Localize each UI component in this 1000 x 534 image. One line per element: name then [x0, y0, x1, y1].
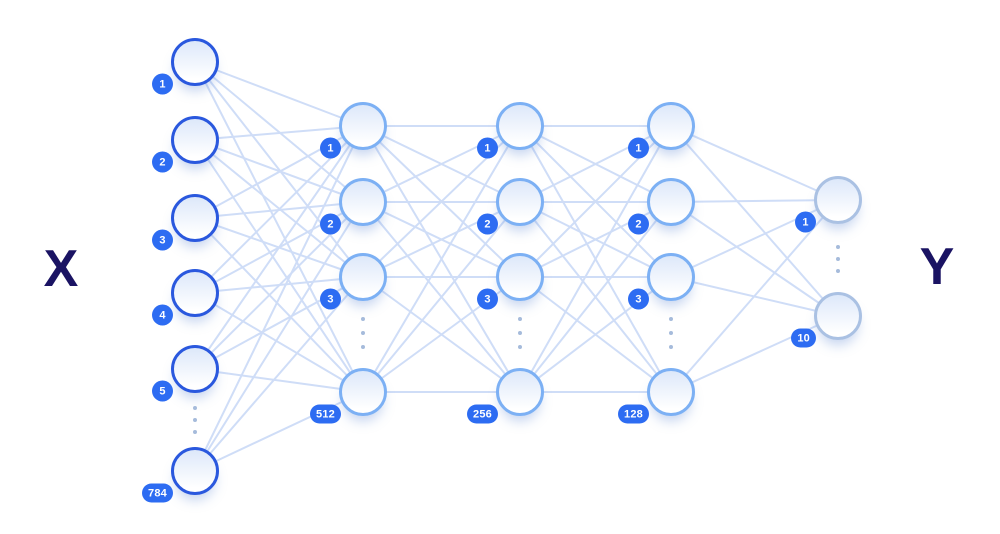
- input-layer-node-4: [171, 269, 219, 317]
- edge-hidden-layer-3-output-layer: [670, 199, 839, 278]
- hidden-layer-2-node-1: [496, 102, 544, 150]
- output-layer-ellipsis-dot-3: [836, 269, 840, 273]
- input-layer-node-1: [171, 38, 219, 86]
- edge-hidden-layer-2-hidden-layer-3: [519, 125, 672, 393]
- hidden-layer-2-node-3: [496, 253, 544, 301]
- hidden-layer-3-node-1: [647, 102, 695, 150]
- edge-hidden-layer-3-output-layer: [670, 201, 839, 317]
- hidden-layer-2-badge-2: 2: [477, 213, 498, 235]
- hidden-layer-2-badge-3: 3: [477, 288, 498, 310]
- edge-hidden-layer-3-output-layer: [670, 199, 839, 203]
- hidden-layer-3-ellipsis-dot-1: [669, 317, 673, 321]
- edge-input-layer-hidden-layer-1: [194, 217, 364, 393]
- input-layer-badge-4: 4: [152, 304, 173, 326]
- edge-input-layer-hidden-layer-1: [194, 201, 364, 472]
- hidden-layer-1-badge-1: 1: [320, 137, 341, 159]
- hidden-layer-1-ellipsis-dot-2: [361, 331, 365, 335]
- output-layer-node-1: [814, 176, 862, 224]
- hidden-layer-3-node-3: [647, 253, 695, 301]
- input-layer-ellipsis-dot-1: [193, 406, 197, 410]
- hidden-layer-1-node-512: [339, 368, 387, 416]
- input-layer-node-3: [171, 194, 219, 242]
- hidden-layer-2-ellipsis-dot-2: [518, 331, 522, 335]
- hidden-layer-2-node-256: [496, 368, 544, 416]
- edge-hidden-layer-1-hidden-layer-2: [362, 201, 521, 278]
- hidden-layer-1-node-1: [339, 102, 387, 150]
- edge-input-layer-hidden-layer-1: [194, 61, 364, 278]
- hidden-layer-3-node-128: [647, 368, 695, 416]
- output-layer-badge-10: 10: [791, 328, 816, 348]
- hidden-layer-2-node-2: [496, 178, 544, 226]
- hidden-layer-3-badge-3: 3: [628, 288, 649, 310]
- hidden-layer-1-ellipsis-dot-1: [361, 317, 365, 321]
- input-layer-badge-2: 2: [152, 151, 173, 173]
- output-layer-badge-1: 1: [795, 211, 816, 233]
- input-layer-badge-1: 1: [152, 73, 173, 95]
- edge-hidden-layer-1-hidden-layer-2: [362, 125, 521, 393]
- output-layer-node-10: [814, 292, 862, 340]
- hidden-layer-1-node-3: [339, 253, 387, 301]
- edge-input-layer-hidden-layer-1: [194, 292, 364, 393]
- input-layer-ellipsis-dot-3: [193, 430, 197, 434]
- input-layer-node-2: [171, 116, 219, 164]
- edge-hidden-layer-3-output-layer: [670, 125, 839, 317]
- output-label: Y: [919, 238, 955, 296]
- edge-hidden-layer-2-hidden-layer-3: [519, 201, 672, 278]
- hidden-layer-2-badge-256: 256: [467, 404, 498, 424]
- hidden-layer-3-ellipsis-dot-3: [669, 345, 673, 349]
- hidden-layer-1-badge-2: 2: [320, 213, 341, 235]
- edge-hidden-layer-3-output-layer: [670, 125, 839, 201]
- input-layer-ellipsis-dot-2: [193, 418, 197, 422]
- edge-input-layer-hidden-layer-1: [194, 61, 364, 393]
- edge-hidden-layer-3-output-layer: [670, 199, 839, 393]
- edge-input-layer-hidden-layer-1: [194, 139, 364, 393]
- edge-hidden-layer-2-hidden-layer-3: [519, 201, 672, 393]
- input-label: X: [43, 240, 79, 298]
- input-layer-node-784: [171, 447, 219, 495]
- edge-hidden-layer-2-hidden-layer-3: [519, 125, 672, 203]
- hidden-layer-1-badge-3: 3: [320, 288, 341, 310]
- edge-input-layer-hidden-layer-1: [194, 61, 364, 127]
- input-layer-badge-5: 5: [152, 380, 173, 402]
- input-layer-badge-784: 784: [142, 483, 173, 503]
- hidden-layer-1-ellipsis-dot-3: [361, 345, 365, 349]
- input-layer-badge-3: 3: [152, 229, 173, 251]
- edge-hidden-layer-3-output-layer: [670, 315, 839, 393]
- hidden-layer-2-ellipsis-dot-1: [518, 317, 522, 321]
- input-layer-node-5: [171, 345, 219, 393]
- edge-input-layer-hidden-layer-1: [194, 368, 364, 393]
- hidden-layer-3-badge-1: 1: [628, 137, 649, 159]
- hidden-layer-3-ellipsis-dot-2: [669, 331, 673, 335]
- hidden-layer-3-badge-2: 2: [628, 213, 649, 235]
- hidden-layer-2-ellipsis-dot-3: [518, 345, 522, 349]
- hidden-layer-1-badge-512: 512: [310, 404, 341, 424]
- edge-input-layer-hidden-layer-1: [194, 125, 364, 370]
- output-layer-ellipsis-dot-2: [836, 257, 840, 261]
- edge-hidden-layer-1-hidden-layer-2: [362, 201, 521, 393]
- hidden-layer-1-node-2: [339, 178, 387, 226]
- edge-input-layer-hidden-layer-1: [194, 125, 364, 141]
- hidden-layer-3-node-2: [647, 178, 695, 226]
- edge-input-layer-hidden-layer-1: [194, 276, 364, 472]
- edge-input-layer-hidden-layer-1: [194, 125, 364, 472]
- output-layer-ellipsis-dot-1: [836, 245, 840, 249]
- hidden-layer-2-badge-1: 1: [477, 137, 498, 159]
- hidden-layer-3-badge-128: 128: [618, 404, 649, 424]
